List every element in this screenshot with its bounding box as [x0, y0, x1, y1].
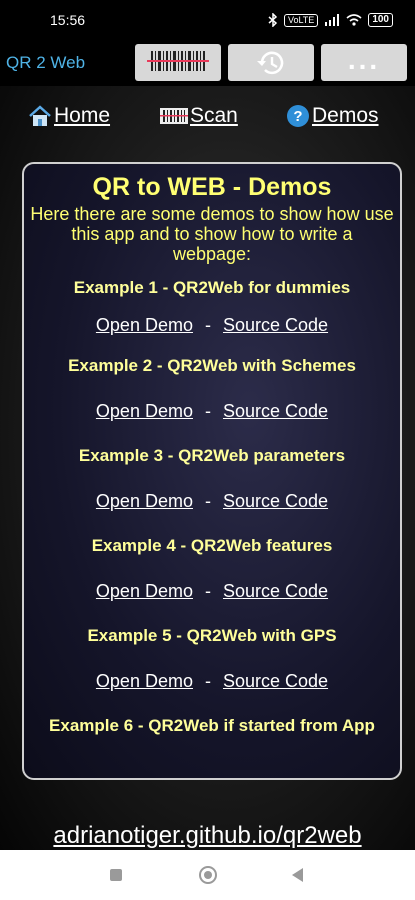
- link-separator: -: [204, 671, 211, 691]
- source-code-link[interactable]: Source Code: [222, 401, 329, 421]
- example-links: Open Demo-Source Code: [24, 314, 400, 336]
- example-links: Open Demo-Source Code: [24, 670, 400, 692]
- app-bar: QR 2 Web ...: [0, 40, 415, 86]
- nav-demos-label: Demos: [312, 104, 379, 127]
- open-demo-link[interactable]: Open Demo: [95, 491, 193, 511]
- footer-site-link[interactable]: adrianotiger.github.io/qr2web: [53, 822, 362, 849]
- svg-text:?: ?: [293, 108, 302, 125]
- demos-card: QR to WEB - Demos Here there are some de…: [22, 162, 402, 780]
- link-separator: -: [204, 401, 211, 421]
- source-code-link[interactable]: Source Code: [222, 671, 329, 691]
- source-code-link[interactable]: Source Code: [222, 315, 329, 335]
- barcode-scan-icon: [147, 50, 209, 71]
- nav-scan-label: Scan: [190, 104, 238, 127]
- webview[interactable]: Home Scan ? Demos QR to WEB: [0, 86, 415, 850]
- link-separator: -: [204, 491, 211, 511]
- open-demo-link[interactable]: Open Demo: [95, 315, 193, 335]
- source-code-link[interactable]: Source Code: [222, 491, 329, 511]
- nav-home-link[interactable]: Home: [28, 104, 110, 128]
- example-title: Example 2 - QR2Web with Schemes: [68, 356, 356, 375]
- scan-toolbar-button[interactable]: [135, 44, 221, 81]
- battery-indicator: 100: [368, 13, 393, 27]
- status-time: 15:56: [50, 12, 86, 28]
- open-demo-link[interactable]: Open Demo: [95, 671, 193, 691]
- example-links: Open Demo-Source Code: [24, 580, 400, 602]
- example-links: Open Demo-Source Code: [24, 400, 400, 422]
- more-dots-icon: ...: [347, 43, 381, 75]
- link-separator: -: [204, 315, 211, 335]
- history-toolbar-button[interactable]: [228, 44, 314, 81]
- open-demo-link[interactable]: Open Demo: [95, 401, 193, 421]
- source-code-link[interactable]: Source Code: [222, 581, 329, 601]
- volte-badge: VoLTE: [283, 13, 319, 27]
- house-icon: [29, 105, 51, 126]
- system-nav-bar: [0, 850, 415, 900]
- signal-icon: [325, 14, 340, 26]
- recents-button[interactable]: [110, 869, 122, 881]
- open-demo-link[interactable]: Open Demo: [95, 581, 193, 601]
- barcode-icon: [160, 108, 188, 124]
- status-bar: 15:56 VoLTE 100: [0, 0, 415, 40]
- question-icon: ?: [287, 105, 309, 127]
- example-title: Example 1 - QR2Web for dummies: [73, 278, 351, 297]
- home-button[interactable]: [199, 866, 217, 884]
- page-nav: Home Scan ? Demos: [0, 100, 415, 136]
- bluetooth-icon: [268, 13, 278, 27]
- history-icon: [257, 51, 284, 74]
- example-links: Open Demo-Source Code: [24, 490, 400, 512]
- example-title: Example 6 - QR2Web if started from App: [49, 716, 375, 735]
- more-options-button[interactable]: ...: [321, 44, 407, 81]
- back-button[interactable]: [292, 868, 303, 882]
- example-title: Example 4 - QR2Web features: [91, 536, 333, 555]
- nav-home-label: Home: [54, 104, 111, 127]
- nav-demos-link[interactable]: ? Demos: [286, 104, 379, 128]
- status-icons: VoLTE 100: [268, 13, 393, 27]
- link-separator: -: [204, 581, 211, 601]
- example-title: Example 5 - QR2Web with GPS: [87, 626, 337, 645]
- app-title: QR 2 Web: [6, 53, 86, 72]
- nav-scan-link[interactable]: Scan: [160, 104, 238, 128]
- wifi-icon: [346, 14, 362, 26]
- example-title: Example 3 - QR2Web parameters: [78, 446, 346, 465]
- card-intro: Here there are some demos to show how us…: [30, 204, 394, 264]
- card-title: QR to WEB - Demos: [92, 173, 332, 201]
